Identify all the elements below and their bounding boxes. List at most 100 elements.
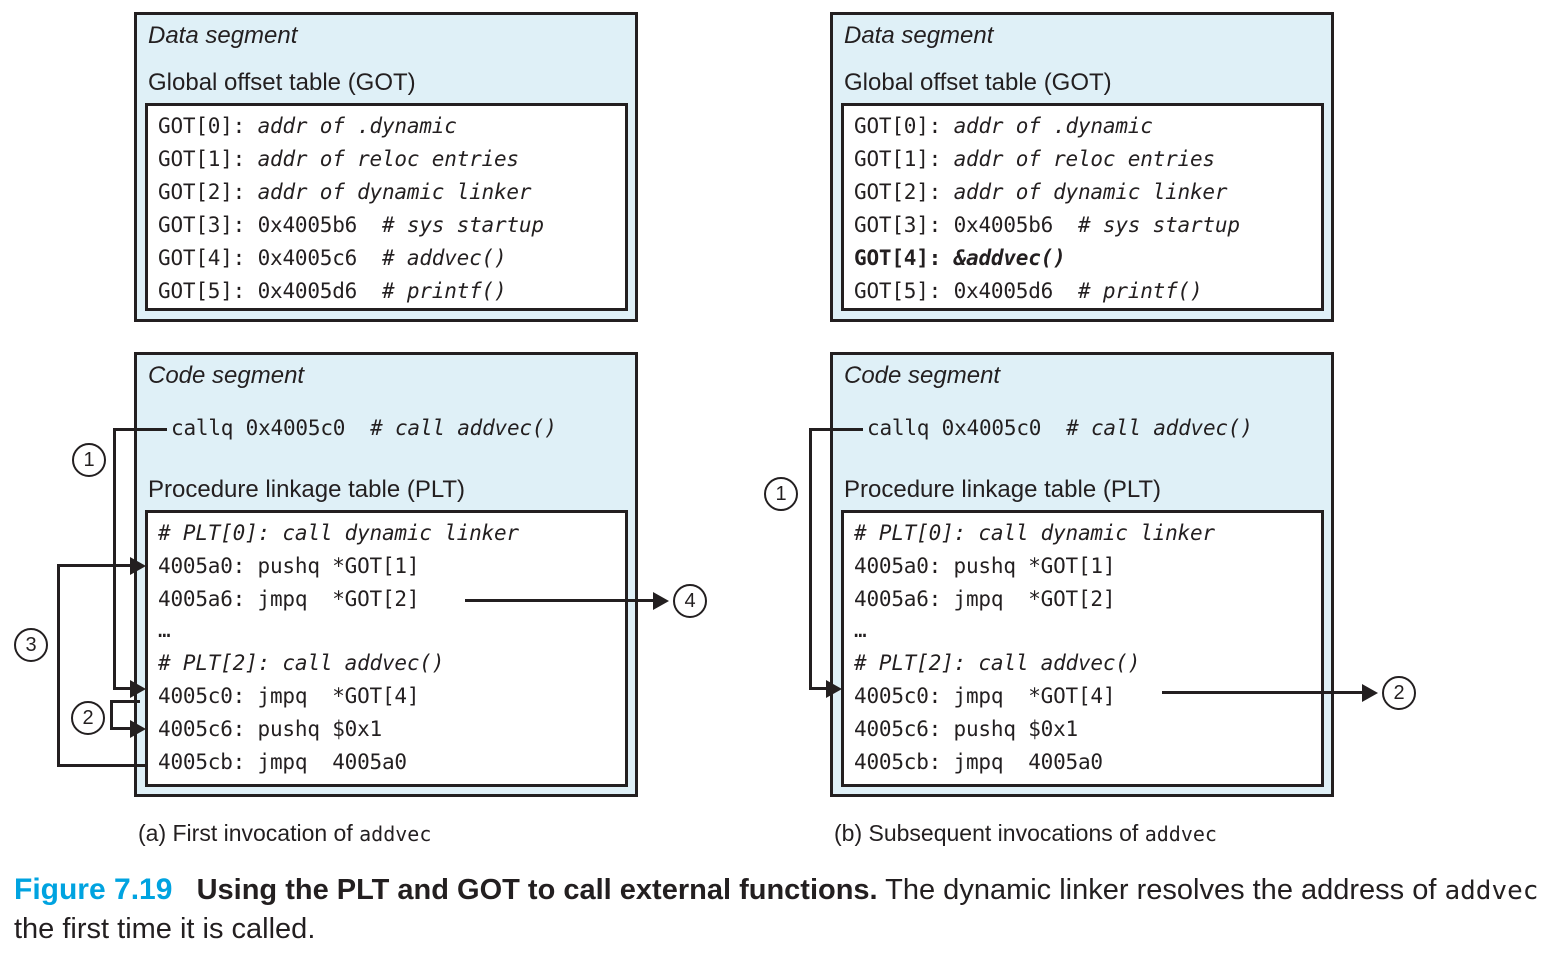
left-got-subtitle: Global offset table (GOT) bbox=[148, 69, 416, 96]
right-plt-row-5: 4005c0: jmpq *GOT[4] bbox=[854, 684, 1116, 708]
figure-title: Using the PLT and GOT to call external f… bbox=[196, 874, 878, 906]
left-step2-vline bbox=[110, 700, 113, 728]
right-got-label-4: GOT[4]: bbox=[854, 246, 942, 270]
left-got-value-1: addr of reloc entries bbox=[257, 147, 520, 171]
left-step3-bottom-hline bbox=[57, 764, 145, 767]
left-got-row-5: GOT[5]: 0x4005d6 # printf() bbox=[158, 279, 507, 303]
right-plt-row-3: … bbox=[854, 618, 867, 642]
left-step3-top-hline bbox=[57, 564, 136, 567]
left-got-row-2: GOT[2]: addr of dynamic linker bbox=[158, 180, 532, 204]
left-got-label-1: GOT[1]: bbox=[158, 147, 246, 171]
left-step3-arrowhead bbox=[130, 557, 146, 575]
left-step2-arrowhead bbox=[130, 720, 146, 738]
right-plt-row-4: # PLT[2]: call addvec() bbox=[854, 651, 1141, 675]
left-plt-row-7: 4005cb: jmpq 4005a0 bbox=[158, 750, 407, 774]
left-step-marker-3: 3 bbox=[14, 628, 48, 662]
left-callq-comment: # call addvec() bbox=[370, 416, 557, 440]
right-data-segment-title: Data segment bbox=[844, 22, 994, 49]
left-got-value-5: 0x4005d6 bbox=[257, 279, 358, 303]
left-got-label-0: GOT[0]: bbox=[158, 114, 246, 138]
right-got-label-1: GOT[1]: bbox=[854, 147, 942, 171]
right-got-row-2: GOT[2]: addr of dynamic linker bbox=[854, 180, 1228, 204]
right-callq-comment: # call addvec() bbox=[1066, 416, 1253, 440]
right-sub-caption-mono: addvec bbox=[1144, 822, 1217, 846]
right-got-row-5: GOT[5]: 0x4005d6 # printf() bbox=[854, 279, 1203, 303]
left-data-segment-title: Data segment bbox=[148, 22, 298, 49]
right-got-row-1: GOT[1]: addr of reloc entries bbox=[854, 147, 1215, 171]
right-got-value-2: addr of dynamic linker bbox=[953, 180, 1228, 204]
left-step-marker-4: 4 bbox=[673, 584, 707, 618]
right-got-table bbox=[841, 103, 1324, 311]
left-got-comment-5: # printf() bbox=[382, 279, 507, 303]
figure-number: Figure 7.19 bbox=[14, 873, 173, 906]
left-got-comment-4: # addvec() bbox=[382, 246, 507, 270]
right-got-value-4: &addvec() bbox=[953, 246, 1066, 270]
right-got-value-3: 0x4005b6 bbox=[953, 213, 1054, 237]
right-step-marker-2: 2 bbox=[1382, 676, 1416, 710]
left-step4-arrowhead bbox=[653, 592, 669, 610]
left-plt-subtitle: Procedure linkage table (PLT) bbox=[148, 476, 466, 503]
left-plt-row-4: # PLT[2]: call addvec() bbox=[158, 651, 445, 675]
left-step3-vline bbox=[57, 564, 60, 767]
right-callq-instruction: callq 0x4005c0 # call addvec() bbox=[867, 416, 1253, 440]
left-step2-hline-top bbox=[110, 700, 140, 703]
left-plt-row-1: 4005a0: pushq *GOT[1] bbox=[158, 554, 420, 578]
right-plt-row-7: 4005cb: jmpq 4005a0 bbox=[854, 750, 1103, 774]
right-plt-table bbox=[841, 510, 1324, 787]
right-plt-row-0: # PLT[0]: call dynamic linker bbox=[854, 521, 1215, 545]
left-code-segment-title: Code segment bbox=[148, 362, 305, 389]
left-got-value-3: 0x4005b6 bbox=[257, 213, 358, 237]
left-got-label-3: GOT[3]: bbox=[158, 213, 246, 237]
right-got-row-0: GOT[0]: addr of .dynamic bbox=[854, 114, 1153, 138]
right-got-value-0: addr of .dynamic bbox=[953, 114, 1153, 138]
left-step2-hline-bottom bbox=[110, 727, 136, 730]
right-callq-text: callq 0x4005c0 bbox=[867, 416, 1042, 440]
right-got-row-3: GOT[3]: 0x4005b6 # sys startup bbox=[854, 213, 1240, 237]
right-got-comment-5: # printf() bbox=[1078, 279, 1203, 303]
left-got-label-5: GOT[5]: bbox=[158, 279, 246, 303]
left-plt-row-6: 4005c6: pushq $0x1 bbox=[158, 717, 382, 741]
right-got-label-0: GOT[0]: bbox=[854, 114, 942, 138]
right-step1-vline bbox=[809, 428, 812, 690]
right-plt-row-1: 4005a0: pushq *GOT[1] bbox=[854, 554, 1116, 578]
right-got-value-5: 0x4005d6 bbox=[953, 279, 1054, 303]
left-step1-arrowhead bbox=[130, 680, 146, 698]
right-plt-row-2: 4005a6: jmpq *GOT[2] bbox=[854, 587, 1116, 611]
left-got-label-2: GOT[2]: bbox=[158, 180, 246, 204]
left-step4-hline bbox=[465, 599, 665, 602]
right-got-label-2: GOT[2]: bbox=[854, 180, 942, 204]
left-plt-row-0: # PLT[0]: call dynamic linker bbox=[158, 521, 519, 545]
right-step2-arrowhead bbox=[1362, 684, 1378, 702]
left-got-value-2: addr of dynamic linker bbox=[257, 180, 532, 204]
right-step1-arrowhead bbox=[826, 680, 842, 698]
left-sub-caption-mono: addvec bbox=[359, 822, 432, 846]
right-got-label-5: GOT[5]: bbox=[854, 279, 942, 303]
left-step1-hline-in bbox=[113, 687, 136, 690]
right-got-subtitle: Global offset table (GOT) bbox=[844, 69, 1112, 96]
left-got-row-0: GOT[0]: addr of .dynamic bbox=[158, 114, 457, 138]
left-plt-row-2: 4005a6: jmpq *GOT[2] bbox=[158, 587, 420, 611]
left-got-table bbox=[145, 103, 628, 311]
right-step1-hline-in bbox=[809, 687, 832, 690]
left-got-value-4: 0x4005c6 bbox=[257, 246, 358, 270]
right-got-label-3: GOT[3]: bbox=[854, 213, 942, 237]
right-plt-subtitle: Procedure linkage table (PLT) bbox=[844, 476, 1162, 503]
left-got-comment-3: # sys startup bbox=[382, 213, 544, 237]
right-got-row-4-highlighted: GOT[4]: &addvec() bbox=[854, 246, 1066, 270]
right-step-marker-1: 1 bbox=[764, 477, 798, 511]
left-plt-row-3: … bbox=[158, 618, 171, 642]
left-step1-vline bbox=[113, 428, 116, 690]
left-callq-text: callq 0x4005c0 bbox=[171, 416, 346, 440]
right-sub-caption-text: (b) Subsequent invocations of bbox=[834, 820, 1145, 846]
figure-caption: Figure 7.19 Using the PLT and GOT to cal… bbox=[14, 870, 1559, 948]
left-got-row-4: GOT[4]: 0x4005c6 # addvec() bbox=[158, 246, 507, 270]
figure-body-mono: addvec bbox=[1444, 876, 1539, 906]
left-got-label-4: GOT[4]: bbox=[158, 246, 246, 270]
left-callq-instruction: callq 0x4005c0 # call addvec() bbox=[171, 416, 557, 440]
left-got-value-0: addr of .dynamic bbox=[257, 114, 457, 138]
left-step-marker-2: 2 bbox=[71, 701, 105, 735]
right-step2-hline bbox=[1162, 691, 1374, 694]
left-step1-tick bbox=[113, 428, 167, 431]
left-plt-table bbox=[145, 510, 628, 787]
figure-body-after: the first time it is called. bbox=[14, 912, 316, 945]
